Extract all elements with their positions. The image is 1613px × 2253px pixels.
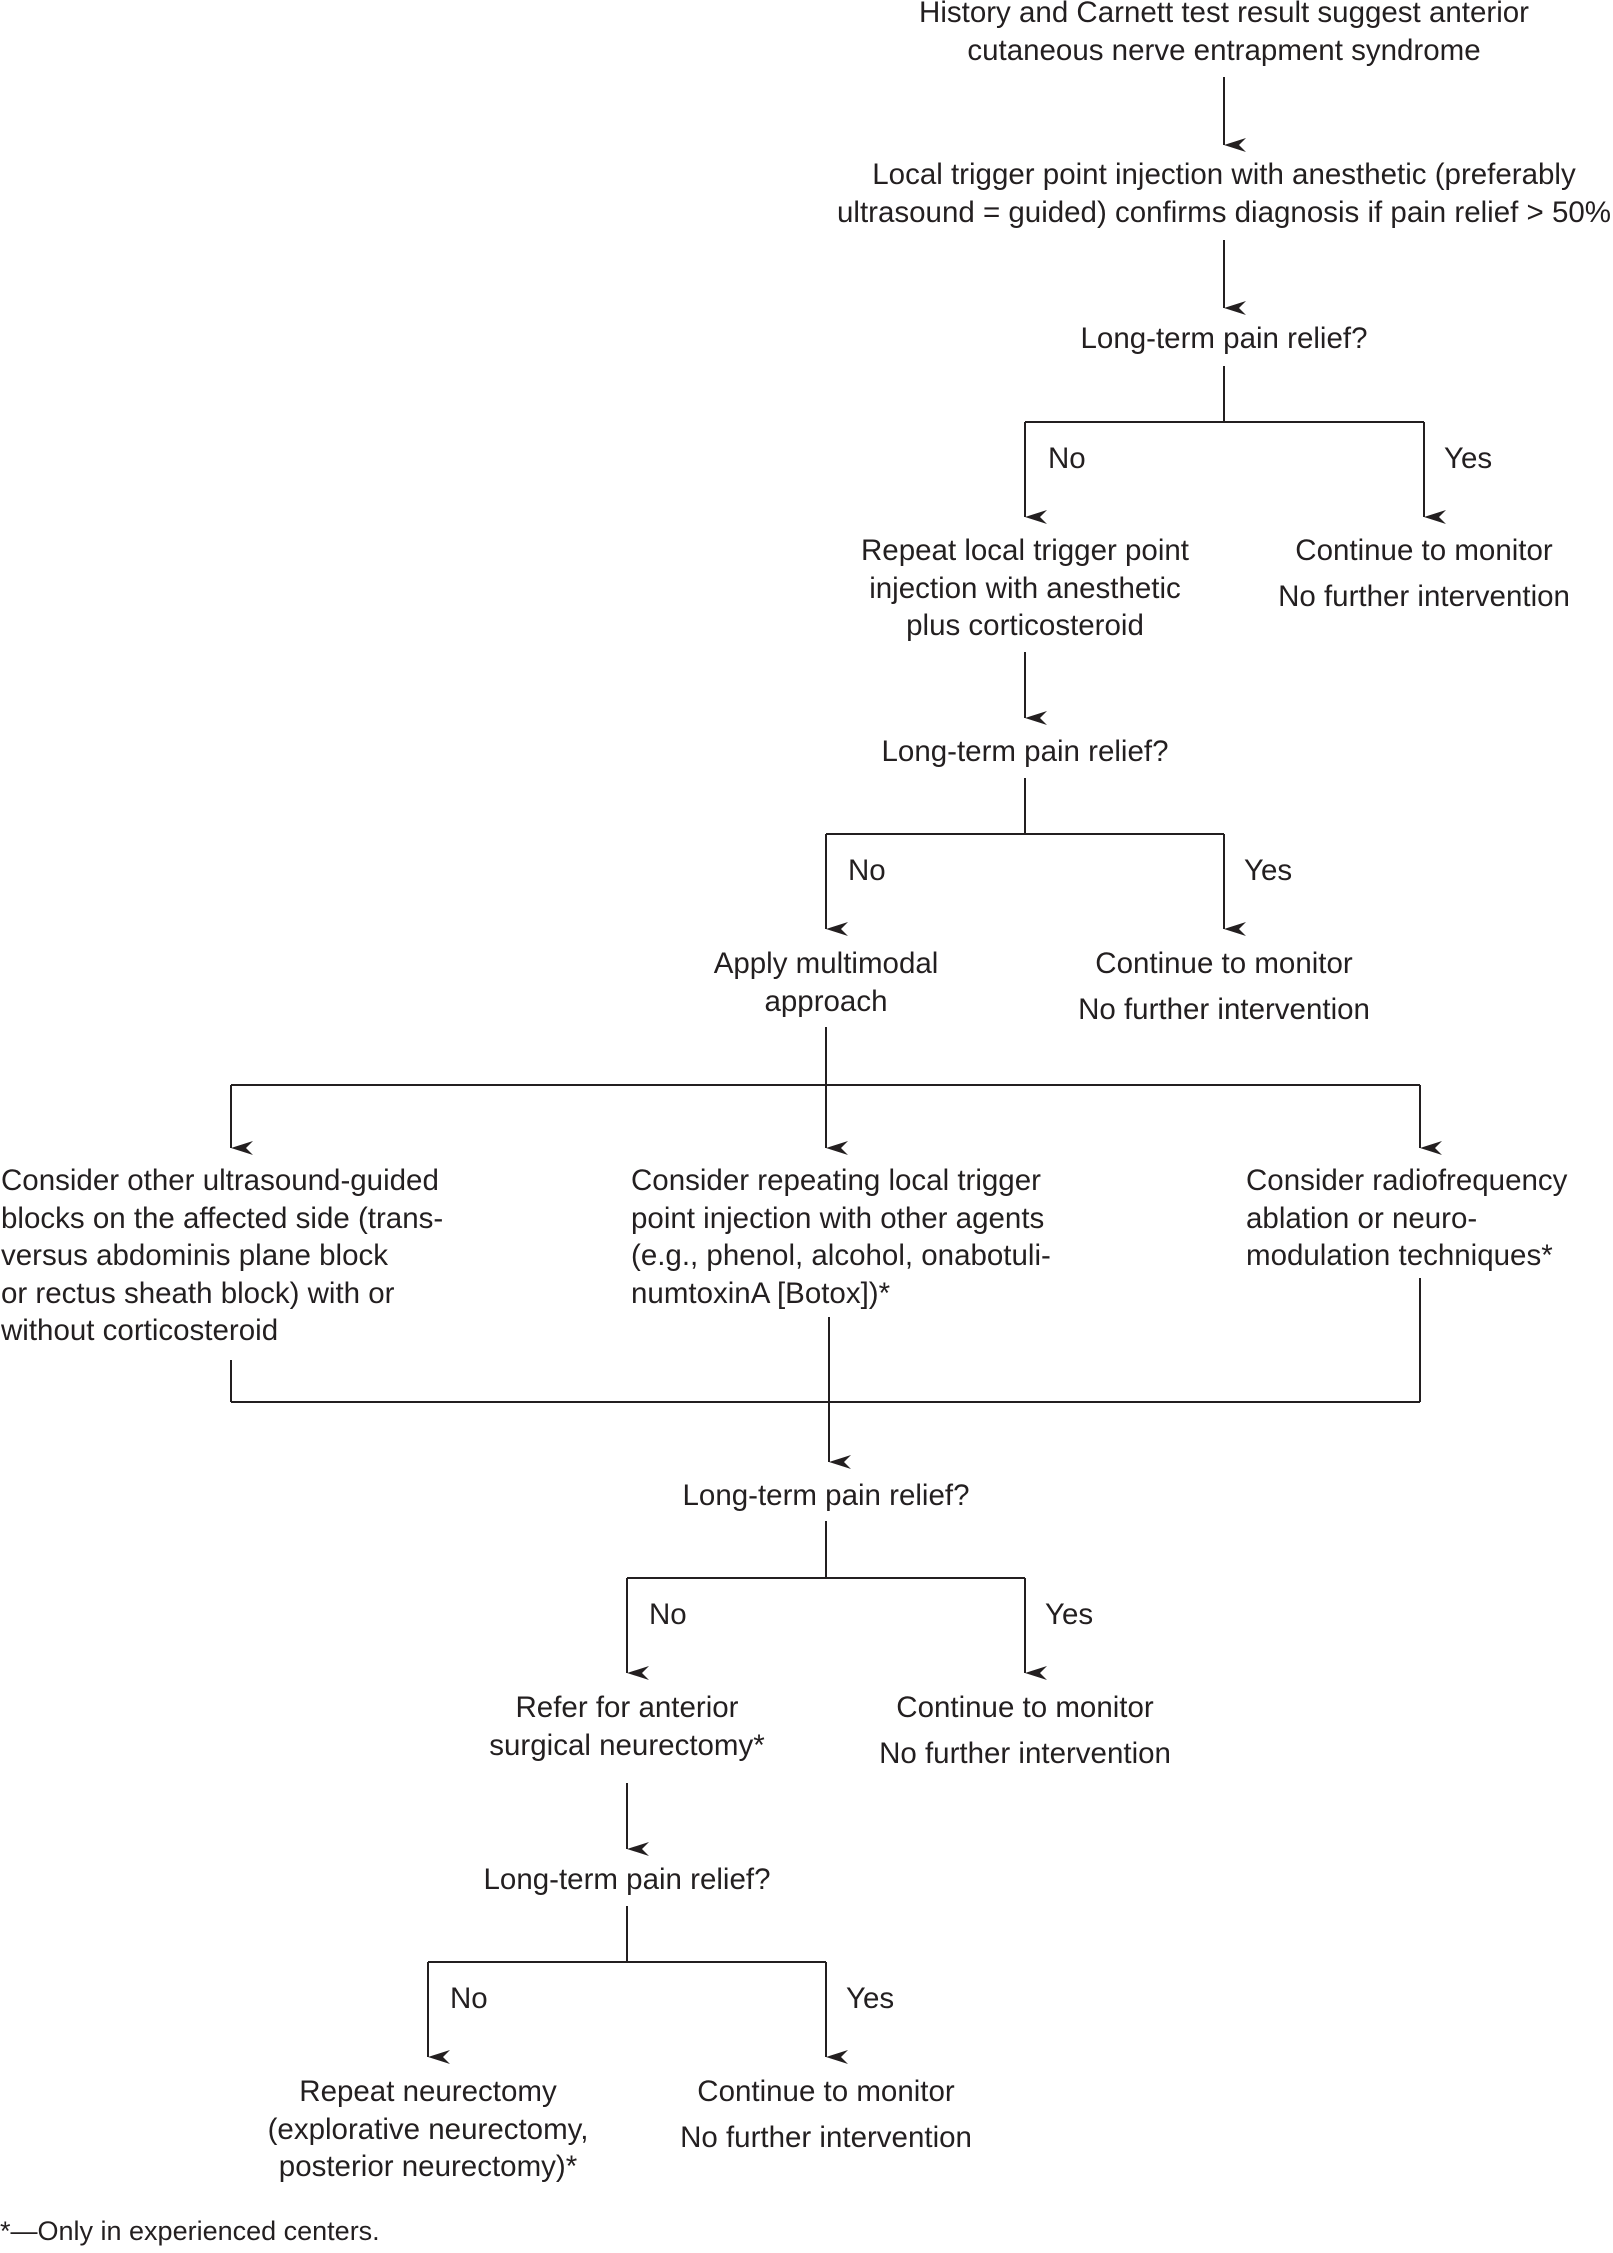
node-q1-question: Long-term pain relief?	[1080, 322, 1368, 355]
node-monitor-2: Continue to monitor No further intervent…	[1078, 947, 1370, 1026]
node-option-agents: Consider repeating local trigger point i…	[631, 1164, 1051, 1310]
node-option-rfa: Consider radiofrequency ablation or neur…	[1246, 1164, 1568, 1272]
branch-label-yes-4: Yes	[846, 1982, 895, 2015]
node-neurectomy: Refer for anterior surgical neurectomy*	[489, 1691, 765, 1762]
node-q3-question: Long-term pain relief?	[682, 1479, 970, 1512]
node-monitor-4: Continue to monitor No further intervent…	[680, 2075, 972, 2154]
node-injection: Local trigger point injection with anest…	[836, 158, 1612, 229]
branch-label-yes-2: Yes	[1244, 854, 1293, 887]
node-repeat-neurectomy: Repeat neurectomy (explorative neurectom…	[267, 2075, 589, 2183]
node-repeat-injection: Repeat local trigger point injection wit…	[861, 534, 1189, 642]
node-q2-question: Long-term pain relief?	[881, 735, 1169, 768]
node-multimodal: Apply multimodal approach	[713, 947, 939, 1018]
branch-label-no-4: No	[450, 1982, 488, 2015]
branch-label-no-3: No	[649, 1598, 687, 1631]
node-monitor-1: Continue to monitor No further intervent…	[1278, 534, 1570, 613]
branch-label-no-1: No	[1048, 442, 1086, 475]
footnote: *—Only in experienced centers.	[0, 2216, 380, 2246]
node-q4-question: Long-term pain relief?	[483, 1863, 771, 1896]
node-option-blocks: Consider other ultrasound-guided blocks …	[1, 1164, 444, 1347]
branch-label-no-2: No	[848, 854, 886, 887]
branch-label-yes-3: Yes	[1045, 1598, 1094, 1631]
branch-label-yes-1: Yes	[1444, 442, 1493, 475]
node-monitor-3: Continue to monitor No further intervent…	[879, 1691, 1171, 1770]
node-start: History and Carnett test result suggest …	[919, 0, 1529, 67]
